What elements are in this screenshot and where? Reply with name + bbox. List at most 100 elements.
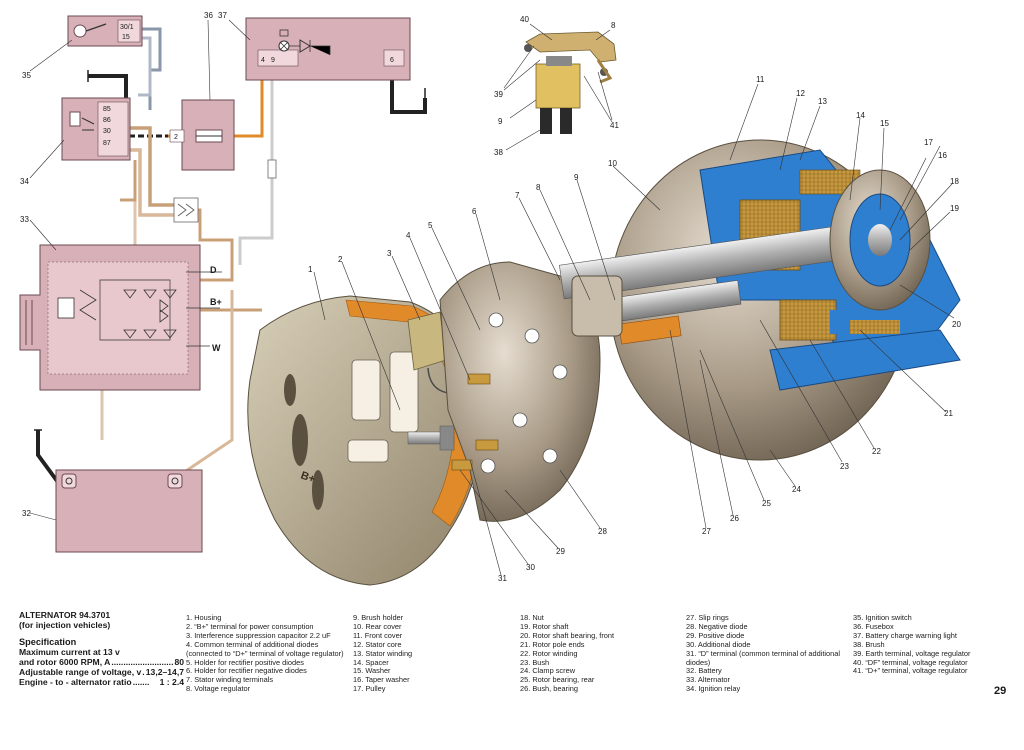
callout-35: 35 <box>22 71 31 80</box>
legend-item: 13. Stator winding <box>353 648 413 658</box>
callout-36: 36 <box>204 11 213 20</box>
callout-6: 6 <box>472 207 477 216</box>
callout-9-inset: 9 <box>498 117 503 126</box>
legend-item: 20. Rotor shaft bearing, front <box>520 630 615 640</box>
callout-2: 2 <box>338 255 343 264</box>
legend-item: 8. Voltage regulator <box>186 684 251 694</box>
callout-40: 40 <box>520 15 529 24</box>
alternator-schematic: D B+ W <box>19 244 222 391</box>
voltage-regulator-inset <box>524 31 617 134</box>
legend-column-2: 9. Brush holder 10. Rear cover 11. Front… <box>353 613 503 694</box>
relay-pin-86: 86 <box>103 117 111 124</box>
legend-item: 21. Rotor pole ends <box>520 639 585 649</box>
callout-25: 25 <box>762 499 771 508</box>
fusebox: 2 <box>169 99 235 171</box>
callout-24: 24 <box>792 485 801 494</box>
legend-item: 14. Spacer <box>353 657 389 667</box>
callout-16: 16 <box>938 151 947 160</box>
page-number: 29 <box>994 685 1007 697</box>
legend-item: 4. Common terminal of additional diodes … <box>186 639 344 658</box>
callout-21: 21 <box>944 409 953 418</box>
callout-1: 1 <box>308 265 313 274</box>
legend-item: 37. Battery charge warning light <box>853 630 957 640</box>
callout-11: 11 <box>756 75 765 84</box>
legend-item: 31. “D” terminal (common terminal of add… <box>686 648 841 667</box>
legend-column-4: 27. Slip rings 28. Negative diode 29. Po… <box>686 613 846 694</box>
callout-8: 8 <box>536 183 541 192</box>
ignition-relay: 85 86 30 87 <box>61 97 131 161</box>
svg-text:B+: B+ <box>299 470 317 486</box>
legend-item: 19. Rotor shaft <box>520 621 569 631</box>
switch-pin-15: 15 <box>122 34 130 41</box>
spec-current-label-2: and rotor 6000 RPM, A <box>19 657 111 667</box>
model-subtitle: (for injection vehicles) <box>19 620 111 630</box>
lamp-pin-6: 6 <box>390 57 394 64</box>
legend-item: 29. Positive diode <box>686 630 745 640</box>
legend-item: 35. Ignition switch <box>853 613 912 622</box>
legend-column-1: 1. Housing 2. “B+” terminal for power co… <box>186 613 346 694</box>
callout-7: 7 <box>515 191 520 200</box>
legend-item: 30. Additional diode <box>686 639 751 649</box>
legend-item: 34. Ignition relay <box>686 684 741 694</box>
callout-20: 20 <box>952 320 961 329</box>
pulley <box>829 169 931 311</box>
spec-current-value: 80 <box>174 657 184 667</box>
callout-38: 38 <box>494 148 503 157</box>
legend-item: 15. Washer <box>353 666 391 676</box>
callout-39: 39 <box>494 90 503 99</box>
legend-item: 5. Holder for rectifier positive diodes <box>186 657 304 667</box>
rectifier-bridge <box>439 261 601 522</box>
callout-29: 29 <box>556 547 565 556</box>
legend-item: 38. Brush <box>853 639 885 649</box>
legend-item: 12. Stator core <box>353 639 402 649</box>
splice-connector <box>173 197 199 223</box>
alternator-terminal-b: B+ <box>210 297 222 307</box>
legend-item: 32. Battery <box>686 666 722 676</box>
callout-34: 34 <box>20 177 29 186</box>
callout-12: 12 <box>796 89 805 98</box>
brush-holder <box>571 275 623 337</box>
legend-item: 39. Earth terminal, voltage regulator <box>853 648 971 658</box>
spec-current-row: and rotor 6000 RPM, A ..................… <box>19 657 184 667</box>
legend-item: 36. Fusebox <box>853 621 894 631</box>
callout-18: 18 <box>950 177 959 186</box>
b-plus-bolt <box>407 425 455 451</box>
relay-pin-30: 30 <box>103 128 111 135</box>
callout-28: 28 <box>598 527 607 536</box>
callout-33: 33 <box>20 215 29 224</box>
spec-heading: Specification <box>19 637 77 647</box>
callout-9: 9 <box>574 173 579 182</box>
callout-23: 23 <box>840 462 849 471</box>
legend-item: 11. Front cover <box>353 630 403 640</box>
spec-voltage-label: Adjustable range of voltage, v <box>19 667 142 677</box>
callout-17: 17 <box>924 138 933 147</box>
ignition-switch: 30/1 15 <box>67 15 143 47</box>
legend-item: 28. Negative diode <box>686 621 748 631</box>
callout-4: 4 <box>406 231 411 240</box>
lamp-pin-9: 9 <box>271 57 275 64</box>
legend-column-5: 35. Ignition switch 36. Fusebox 37. Batt… <box>853 613 1003 676</box>
relay-pin-85: 85 <box>103 106 111 113</box>
callout-31: 31 <box>498 574 507 583</box>
spec-voltage-row: Adjustable range of voltage, v .........… <box>19 667 184 677</box>
legend-item: 16. Taper washer <box>353 675 410 685</box>
legend-column-3: 18. Nut 19. Rotor shaft 20. Rotor shaft … <box>520 613 680 694</box>
legend-item: 41. “D+” terminal, voltage regulator <box>853 666 968 676</box>
legend-item: 33. Alternator <box>686 675 730 685</box>
callout-5: 5 <box>428 221 433 230</box>
legend-item: 25. Rotor bearing, rear <box>520 675 595 685</box>
legend-item: 26. Bush, bearing <box>520 684 578 694</box>
spec-voltage-value: 13,2–14,7 <box>145 667 184 677</box>
warning-light: 4 9 6 <box>245 17 411 81</box>
callout-numbers: 1 2 3 4 5 6 7 8 9 10 11 12 13 14 15 16 1… <box>20 11 961 583</box>
legend-item: 3. Interference suppression capacitor 2.… <box>186 630 331 640</box>
spec-ratio-row: Engine - to - alternator ratio ....... 1… <box>19 677 184 687</box>
legend-item: 7. Stator winding terminals <box>186 675 274 685</box>
callout-26: 26 <box>730 514 739 523</box>
battery <box>55 469 203 553</box>
callout-32: 32 <box>22 509 31 518</box>
callout-3: 3 <box>387 249 392 258</box>
callout-10: 10 <box>608 159 617 168</box>
callout-37: 37 <box>218 11 227 20</box>
model-title: ALTERNATOR 94.3701 <box>19 610 111 620</box>
